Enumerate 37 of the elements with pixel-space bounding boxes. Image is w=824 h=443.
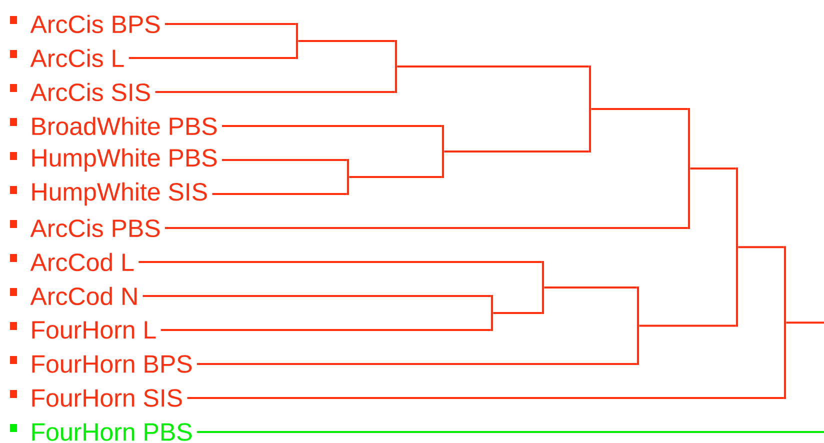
- tree-branch: [493, 312, 542, 314]
- tree-branch: [591, 108, 688, 110]
- tree-branch: [212, 193, 347, 195]
- tree-branch: [222, 159, 347, 161]
- tree-branch: [196, 431, 824, 433]
- leaf-label: BroadWhite PBS: [32, 116, 217, 136]
- tree-branch: [142, 295, 491, 297]
- tree-branch: [164, 227, 688, 229]
- tree-branch: [187, 397, 784, 399]
- tree-branch: [138, 261, 542, 263]
- tree-branch: [128, 57, 296, 59]
- tree-branch: [786, 322, 824, 324]
- leaf-label: ArcCod N: [30, 286, 136, 306]
- tree-branch: [690, 168, 736, 170]
- tree-branch: [298, 40, 395, 42]
- leaf-label: FourHorn L: [32, 321, 156, 339]
- tree-branch: [160, 329, 491, 331]
- tree-branch: [155, 91, 395, 93]
- leaf-label: FourHorn BPS: [32, 355, 192, 373]
- leaf-label: ArcCis PBS: [30, 218, 160, 238]
- tree-branch: [738, 246, 784, 248]
- tree-branch: [444, 150, 589, 152]
- leaf-label: ArcCis L: [30, 48, 124, 68]
- tree-branch: [164, 23, 296, 25]
- leaf-label: FourHorn SIS: [32, 389, 182, 407]
- tree-branch: [639, 324, 736, 327]
- tree-branch: [196, 363, 637, 365]
- leaf-label: ArcCis BPS: [30, 14, 160, 34]
- leaf-label: ArcCis SIS: [30, 82, 150, 102]
- leaf-label: FourHorn PBS: [32, 423, 192, 441]
- tree-branch: [349, 176, 442, 178]
- tree-branch: [222, 125, 442, 127]
- leaf-label: HumpWhite SIS: [32, 182, 207, 206]
- tree-branch: [397, 66, 589, 68]
- leaf-label: ArcCod L: [30, 252, 134, 272]
- leaf-label: HumpWhite PBS: [32, 148, 217, 172]
- tree-branch: [544, 286, 637, 288]
